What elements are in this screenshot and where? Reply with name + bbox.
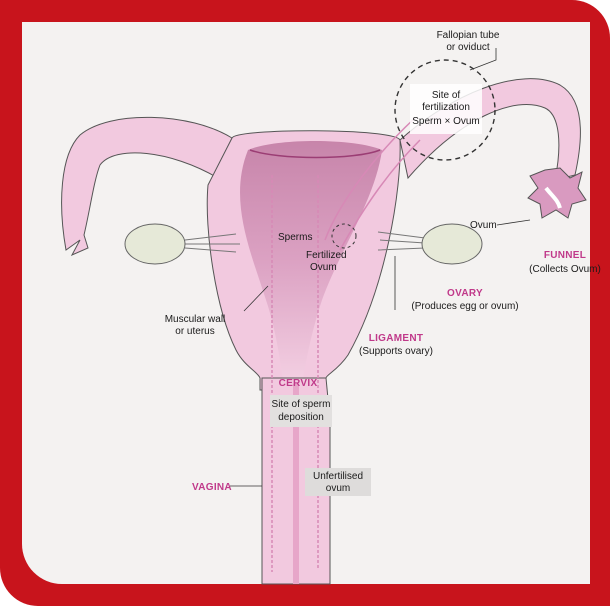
funnel-fimbriae bbox=[528, 168, 586, 218]
ovum-leader-line bbox=[497, 220, 530, 225]
sperm-deposition-label: Site of sperm bbox=[272, 399, 331, 410]
site-fertilization-label-2: fertilization bbox=[422, 102, 470, 113]
left-ovary bbox=[125, 224, 185, 264]
sperm-deposition-label-2: deposition bbox=[278, 412, 324, 423]
unfertilised-ovum-label: Unfertilised bbox=[313, 471, 363, 482]
ligament-desc: (Supports ovary) bbox=[359, 346, 433, 357]
muscular-wall-label-2: or uterus bbox=[175, 326, 214, 337]
funnel-label: FUNNEL bbox=[544, 250, 586, 261]
ovary-desc: (Produces egg or ovum) bbox=[411, 301, 518, 312]
muscular-wall-label: Muscular wall bbox=[165, 314, 226, 325]
unfertilised-ovum-label-2: ovum bbox=[326, 483, 350, 494]
funnel-desc: (Collects Ovum) bbox=[529, 264, 601, 275]
site-fertilization-label-3: Sperm × Ovum bbox=[412, 116, 480, 127]
site-fertilization-label: Site of bbox=[432, 90, 461, 101]
fertilized-ovum-label: Fertilized bbox=[306, 250, 347, 261]
fallopian-tube-label-2: or oviduct bbox=[446, 42, 490, 53]
ovum-label: Ovum bbox=[470, 220, 497, 231]
fallopian-tube-label: Fallopian tube bbox=[437, 30, 500, 41]
ovary-label: OVARY bbox=[447, 288, 483, 299]
ligament-label: LIGAMENT bbox=[369, 333, 424, 344]
sperms-label: Sperms bbox=[278, 232, 312, 243]
fertilized-ovum-label-2: Ovum bbox=[310, 262, 337, 273]
vagina-label: VAGINA bbox=[192, 482, 232, 493]
cervix-label: CERVIX bbox=[279, 378, 318, 389]
